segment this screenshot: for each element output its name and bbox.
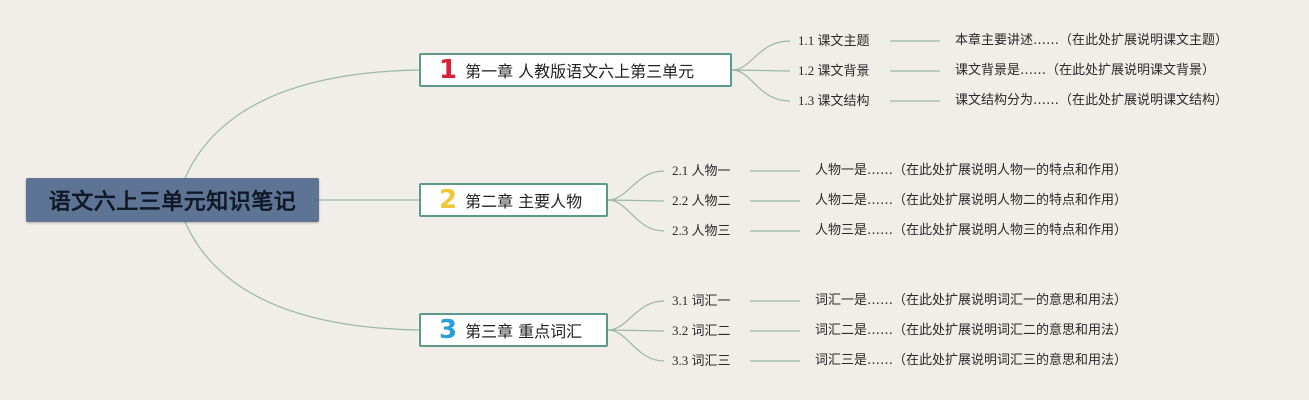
chapter-2-item-3[interactable]: 2.3 人物三: [672, 223, 731, 238]
connector-ch1-item-3: [731, 69, 791, 102]
connector-ch1-item-1: [731, 40, 791, 71]
connector-ch1-item-2: [731, 69, 791, 72]
chapter-3-node[interactable]: 3 第三章 重点词汇: [419, 313, 608, 347]
connector-root-chapter-3: [184, 221, 420, 331]
connector-ch3-item-1: [607, 300, 665, 331]
chapter-1-item-2-desc[interactable]: 课文背景是……（在此处扩展说明课文背景）: [955, 63, 1216, 78]
chapter-1-title: 第一章 人教版语文六上第三单元: [465, 62, 695, 81]
chapter-1-item-3-desc[interactable]: 课文结构分为……（在此处扩展说明课文结构）: [955, 93, 1229, 108]
chapter-3-item-2[interactable]: 3.2 词汇二: [672, 323, 731, 338]
chapter-3-item-2-desc[interactable]: 词汇二是……（在此处扩展说明词汇二的意思和用法）: [815, 323, 1128, 338]
connector-ch3-item-2: [607, 329, 665, 332]
connector-ch2-item-1: [607, 170, 665, 201]
connector-ch3-item-3: [607, 329, 665, 362]
chapter-3-item-3[interactable]: 3.3 词汇三: [672, 353, 731, 368]
chapter-2-item-1-desc[interactable]: 人物一是……（在此处扩展说明人物一的特点和作用）: [815, 163, 1128, 178]
chapter-2-item-2-desc[interactable]: 人物二是……（在此处扩展说明人物二的特点和作用）: [815, 193, 1128, 208]
chapter-1-item-1-desc[interactable]: 本章主要讲述……（在此处扩展说明课文主题）: [955, 33, 1229, 48]
chapter-3-item-1-desc[interactable]: 词汇一是……（在此处扩展说明词汇一的意思和用法）: [815, 293, 1128, 308]
root-topic-label: 语文六上三单元知识笔记: [48, 190, 297, 215]
chapter-1-node[interactable]: 1 第一章 人教版语文六上第三单元: [419, 53, 732, 87]
chapter-2-item-3-desc[interactable]: 人物三是……（在此处扩展说明人物三的特点和作用）: [815, 223, 1128, 238]
connector-ch2-item-3: [607, 199, 665, 232]
connector-ch2-item-2: [607, 199, 665, 202]
chapter-3-item-1[interactable]: 3.1 词汇一: [672, 293, 731, 308]
connector-root-chapter-1: [184, 69, 420, 179]
root-topic[interactable]: 语文六上三单元知识笔记: [26, 178, 319, 222]
chapter-2-item-1[interactable]: 2.1 人物一: [672, 163, 731, 178]
chapter-3-number-icon: 3: [439, 315, 458, 345]
chapter-2-node[interactable]: 2 第二章 主要人物: [419, 183, 608, 217]
chapter-3-item-3-desc[interactable]: 词汇三是……（在此处扩展说明词汇三的意思和用法）: [815, 353, 1128, 368]
chapter-2-item-2[interactable]: 2.2 人物二: [672, 193, 731, 208]
chapter-1-item-2[interactable]: 1.2 课文背景: [798, 63, 870, 78]
chapter-2-title: 第二章 主要人物: [465, 192, 583, 211]
chapter-3-title: 第三章 重点词汇: [465, 322, 583, 341]
chapter-1-item-1[interactable]: 1.1 课文主题: [798, 33, 870, 48]
chapter-2-number-icon: 2: [439, 185, 458, 215]
chapter-1-item-3[interactable]: 1.3 课文结构: [798, 93, 870, 108]
chapter-1-number-icon: 1: [439, 55, 458, 85]
